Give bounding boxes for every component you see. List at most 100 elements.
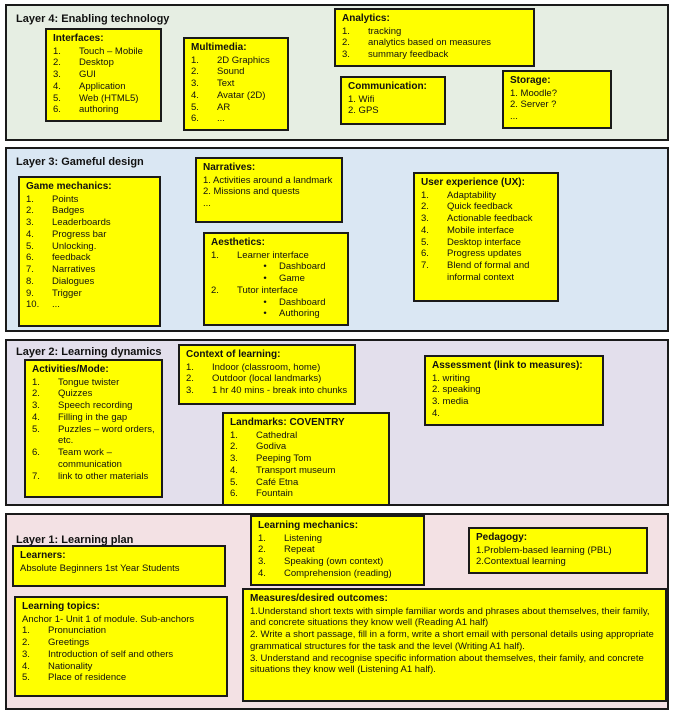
number-marker: 1. [191, 54, 199, 66]
number-marker: 7. [26, 264, 34, 276]
number-marker: 3. [191, 78, 199, 90]
list-item: 3.summary feedback [342, 49, 527, 61]
list-item: 4.Avatar (2D) [191, 90, 281, 102]
list-item-text: feedback [52, 252, 91, 264]
list-item-text: Progress bar [52, 228, 107, 240]
box-pedagogy-title: Pedagogy: [476, 532, 528, 543]
box-storage-title: Storage: [510, 75, 551, 86]
list-item: 3.Text [191, 78, 281, 90]
list-item: 6.authoring [53, 104, 154, 116]
list-item: 1.Indoor (classroom, home) [186, 362, 348, 374]
number-marker: 5. [421, 236, 429, 248]
list-item: 2.Tutor interface [211, 285, 341, 297]
box-learning-topics: Learning topics: Anchor 1- Unit 1 of mod… [14, 596, 228, 697]
number-marker: 2. [421, 201, 429, 213]
list-item: 2.Outdoor (local landmarks) [186, 373, 348, 385]
list-item: 1.2D Graphics [191, 55, 281, 67]
list-item-text: Comprehension (reading) [284, 567, 392, 579]
list-item-text: Repeat [284, 544, 315, 556]
list-item: 1.Cathedral [230, 430, 382, 442]
number-marker: 4. [191, 89, 199, 101]
box-aesthetics: Aesthetics: 1.Learner interface•Dashboar… [203, 232, 349, 327]
list-item: 1. Activities around a landmark [203, 174, 333, 186]
layer-1-label: Layer 1: Learning plan [16, 534, 134, 546]
list-item-text: authoring [79, 104, 119, 116]
number-marker: 1. [342, 25, 350, 37]
number-marker: 2. [191, 66, 199, 78]
box-landmarks-coventry-title: Landmarks: COVENTRY [230, 417, 345, 428]
number-marker: 1. [421, 189, 429, 201]
list-item-text: 1 hr 40 mins - break into chunks [212, 385, 348, 397]
box-narratives-title: Narratives: [203, 162, 256, 173]
list-item: 6.... [191, 113, 281, 125]
number-marker: 7. [421, 260, 429, 272]
list-item: 4.Application [53, 81, 154, 93]
list-item-text: Web (HTML5) [79, 92, 139, 104]
list-item: 4.Transport museum [230, 465, 382, 477]
list-item: 7.Narratives [26, 264, 153, 276]
number-marker: 5. [191, 101, 199, 113]
list-item-text: Progress updates [447, 248, 522, 260]
list-item: 2.Badges [26, 205, 153, 217]
box-assessment-title: Assessment (link to measures): [432, 360, 583, 371]
list-item-text: Learner interface [237, 249, 309, 261]
list-item: •Authoring [211, 308, 341, 320]
box-measures-desired-outcomes-title: Measures/desired outcomes: [250, 593, 388, 604]
list-item-text: Application [79, 80, 126, 92]
number-marker: 3. [53, 69, 61, 81]
list-item: 2.Sound [191, 66, 281, 78]
list-item: 5.Puzzles – word orders, etc. [32, 424, 155, 448]
box-context-of-learning: Context of learning: 1.Indoor (classroom… [178, 344, 356, 405]
list-item-text: Place of residence [48, 672, 127, 684]
list-item-text: Godiva [256, 441, 287, 453]
list-item: 1. writing [432, 372, 471, 384]
box-communication-title: Communication: [348, 81, 427, 92]
box-interfaces-title: Interfaces: [53, 33, 104, 44]
list-item: 7.link to other materials [32, 471, 155, 483]
box-learners-list: Absolute Beginners 1st Year Students [20, 563, 218, 575]
list-item: 4. [432, 407, 440, 419]
number-marker: 6. [26, 252, 34, 264]
box-activities-mode-title: Activities/Mode: [32, 364, 109, 375]
layer-4-label: Layer 4: Enabling technology [16, 13, 170, 25]
list-item-text: Cathedral [256, 429, 298, 441]
list-item-text: Indoor (classroom, home) [212, 361, 321, 373]
box-pedagogy-list: 1.Problem-based learning (PBL)2.Contextu… [476, 545, 640, 569]
list-item: 1. Moodle? [510, 87, 558, 99]
list-item-text: Touch – Mobile [79, 45, 143, 57]
list-item: 3.Speaking (own context) [258, 556, 417, 568]
layer-2-label: Layer 2: Learning dynamics [16, 346, 162, 358]
list-item: 1.tracking [342, 26, 527, 38]
list-item: 2.Quizzes [32, 388, 155, 400]
number-marker: 2. [258, 544, 266, 556]
list-item-text: Unlocking. [52, 240, 97, 252]
layer-3-label: Layer 3: Gameful design [16, 156, 144, 168]
list-item: ... [510, 111, 518, 123]
box-user-experience-title: User experience (UX): [421, 177, 525, 188]
list-item: 7.Blend of formal and informal context [421, 260, 551, 284]
list-item: 6.Team work – communication [32, 447, 155, 471]
list-item: 1.Touch – Mobile [53, 46, 154, 58]
list-item: ... [203, 198, 211, 210]
list-item: 3.GUI [53, 69, 154, 81]
list-item: 8.Dialogues [26, 276, 153, 288]
number-marker: 3. [22, 648, 30, 660]
list-item: 1. Wifi [348, 93, 375, 105]
box-learning-topics-title: Learning topics: [22, 601, 100, 612]
number-marker: 5. [230, 476, 238, 488]
list-item: 3.Leaderboards [26, 217, 153, 229]
list-item-text: AR [217, 101, 231, 113]
list-item-text: Mobile interface [447, 224, 515, 236]
